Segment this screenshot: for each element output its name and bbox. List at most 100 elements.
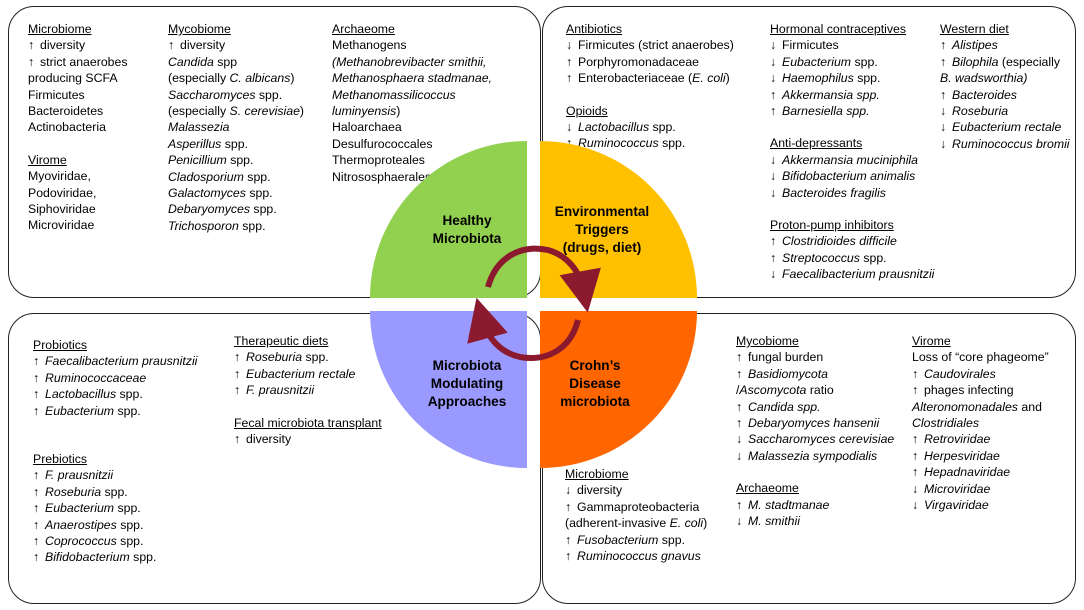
arrow-up-icon: ↑	[566, 54, 573, 69]
text-run: Akkermansia spp.	[782, 87, 880, 102]
text-run: Myoviridae,	[28, 169, 91, 184]
text-run: Mycobiome	[736, 334, 799, 348]
list-item: ↑strict anaerobes	[28, 54, 128, 70]
list-item: ↓Lactobacillus spp.	[566, 119, 734, 135]
list-item: Candida spp	[168, 54, 304, 70]
list-item: Cladosporium spp.	[168, 169, 304, 185]
arrow-up-icon: ↑	[736, 399, 743, 414]
arrow-up-icon: ↑	[28, 54, 35, 69]
text-run: diversity	[577, 483, 623, 498]
text-run: Opioids	[566, 103, 608, 118]
list-item: Bacteroidetes	[28, 103, 128, 119]
text-run: Therapeutic diets	[234, 334, 329, 348]
text-run: Clostridiales	[912, 416, 979, 431]
list-item: ↑Candida spp.	[736, 399, 894, 415]
list-item: ↑ Eubacterium rectale	[234, 366, 382, 382]
text-run: spp.	[851, 54, 878, 69]
spacer	[566, 87, 734, 103]
list-item: Alteronomonadales and	[912, 399, 1049, 415]
arrow-down-icon: ↓	[566, 120, 573, 135]
list-item: ↑Clostridioides difficile	[770, 233, 934, 249]
text-run: S. cerevisiae	[229, 104, 300, 119]
text-column: Antibiotics↓Firmicutes (strict anaerobes…	[566, 21, 734, 152]
list-item: ↓Faecalibacterium prausnitzii	[770, 266, 934, 282]
list-item: ↓Malassezia sympodialis	[736, 448, 894, 464]
list-item: Haloarchaea	[332, 119, 492, 135]
text-run: Firmicutes (strict anaerobes)	[578, 38, 734, 53]
list-item: Methanosphaera stadmanae,	[332, 70, 492, 86]
list-item: ↓Firmicutes (strict anaerobes)	[566, 37, 734, 53]
list-item: ↑F. prausnitzii	[33, 467, 197, 483]
arrow-up-icon: ↑	[234, 432, 241, 447]
list-item: ↓Eubacterium rectale	[940, 119, 1070, 135]
text-run: Barnesiella spp.	[782, 104, 870, 119]
text-run: Eubacterium	[45, 501, 115, 516]
list-item: ↑Barnesiella spp.	[770, 103, 934, 119]
text-run: spp	[213, 54, 238, 69]
list-item: ↓Microviridae	[912, 481, 1049, 497]
list-item: Saccharomyces spp.	[168, 87, 304, 103]
arrow-up-icon: ↑	[33, 370, 40, 385]
text-run: M. stadtmanae	[748, 497, 830, 512]
text-run: Lactobacillus	[578, 120, 650, 135]
list-item: Penicillium spp.	[168, 152, 304, 168]
text-run: Gammaproteobacteria	[577, 499, 700, 514]
list-item: ↑fungal burden	[736, 349, 894, 365]
list-item: ↑Bifidobacterium spp.	[33, 549, 197, 565]
text-run: Bacteroidetes	[28, 104, 104, 119]
section-heading: Therapeutic diets	[234, 333, 382, 349]
section-heading: Virome	[912, 333, 1049, 349]
list-item: (Methanobrevibacter smithii,	[332, 54, 492, 70]
arrow-up-icon: ↑	[234, 350, 241, 365]
arrow-up-icon: ↑	[33, 387, 40, 402]
text-run: luminyensis	[332, 104, 397, 119]
text-run: Firmicutes	[782, 38, 839, 53]
arrow-up-icon: ↑	[566, 136, 573, 151]
section-heading: Mycobiome	[168, 21, 304, 37]
text-run: (especially	[168, 104, 230, 119]
list-item: Trichosporon spp.	[168, 218, 304, 234]
list-item: ↓Eubacterium spp.	[770, 54, 934, 70]
list-item: Siphoviridae	[28, 201, 128, 217]
text-run: F. prausnitzii	[45, 468, 114, 483]
text-run: and	[1017, 399, 1042, 414]
arrow-up-icon: ↑	[28, 38, 35, 53]
section-heading: Proton-pump inhibitors	[770, 217, 934, 233]
text-run: fungal burden	[748, 350, 824, 365]
list-item: B. wadsworthia)	[940, 70, 1070, 86]
text-run: Basidiomycota	[748, 366, 828, 381]
text-run: diversity	[246, 432, 292, 447]
text-run: spp.	[658, 532, 686, 547]
arrow-up-icon: ↑	[33, 550, 40, 565]
list-item: Debaryomyces spp.	[168, 201, 304, 217]
text-run: Malassezia	[168, 120, 230, 135]
arrow-up-icon: ↑	[912, 432, 919, 447]
arrow-up-icon: ↑	[912, 383, 919, 398]
list-item: Firmicutes	[28, 87, 128, 103]
text-run: spp.	[116, 517, 144, 532]
text-run: Archaeome	[332, 22, 395, 36]
section-heading: Anti-depressants	[770, 135, 934, 151]
text-run: Eubacterium rectale	[246, 366, 356, 381]
text-run: Caudovirales	[924, 366, 996, 381]
label-crohns-microbiota: Crohn’s Disease microbiota	[560, 358, 630, 409]
text-run: Trichosporon	[168, 218, 239, 233]
list-item: ↑Eubacterium spp.	[33, 403, 197, 419]
arrow-up-icon: ↑	[940, 38, 947, 53]
arrow-down-icon: ↓	[770, 267, 777, 282]
text-column: Mycobiome↑fungal burden↑Basidiomycota/As…	[736, 333, 894, 529]
arrow-up-icon: ↑	[234, 366, 241, 381]
arrow-up-icon: ↑	[234, 383, 241, 398]
list-item: ↑Roseburia spp.	[33, 484, 197, 500]
text-run: spp.	[245, 186, 273, 201]
text-run: Prebiotics	[33, 452, 87, 467]
list-item: ↓Virgaviridae	[912, 497, 1049, 513]
section-heading: Western diet	[940, 21, 1070, 37]
text-run: Virome	[28, 152, 67, 167]
arrow-up-icon: ↑	[770, 250, 777, 265]
list-item: ↑ diversity	[234, 431, 382, 447]
text-run: Clostridioides difficile	[782, 234, 897, 249]
text-run: (Methanobrevibacter smithii,	[332, 54, 487, 69]
